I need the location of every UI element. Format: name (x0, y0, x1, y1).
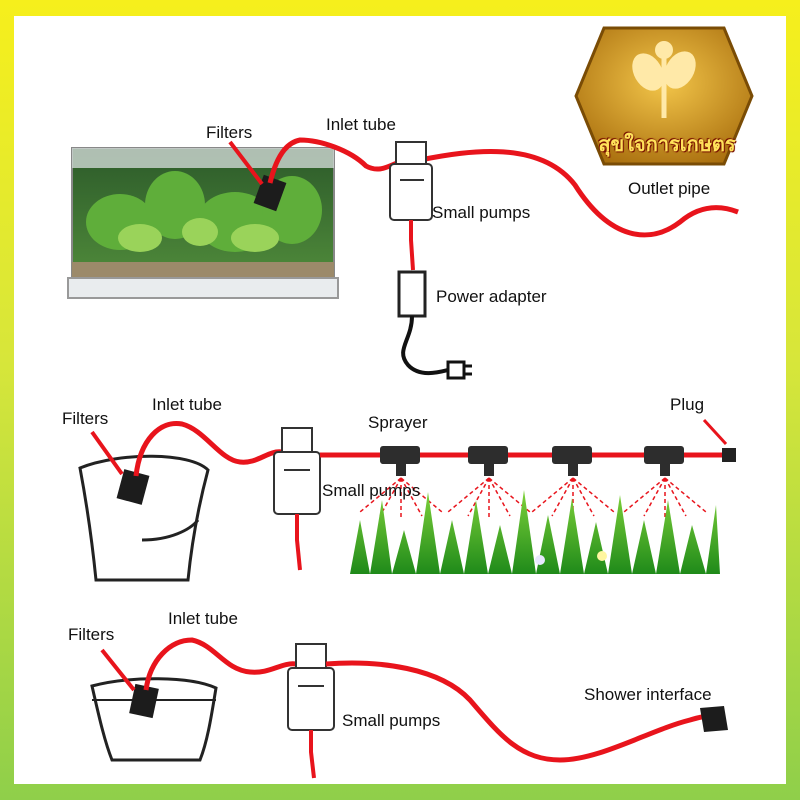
pointer-arrow-plug (702, 418, 728, 446)
label-small-pumps-3: Small pumps (342, 711, 441, 730)
label-outlet-pipe: Outlet pipe (628, 179, 711, 198)
label-power-adapter: Power adapter (436, 287, 547, 306)
label-filters-3: Filters (68, 625, 115, 644)
sprayer-nozzles (380, 446, 684, 476)
inlet-tube-3 (143, 637, 297, 691)
power-cord (409, 220, 415, 271)
label-sprayer: Sprayer (368, 413, 428, 432)
pointer-arrow-filters-3 (100, 648, 136, 692)
label-inlet-tube-2: Inlet tube (152, 395, 222, 414)
label-plug: Plug (670, 395, 705, 414)
pump-cord-2 (295, 514, 302, 571)
outlet-pipe-1 (419, 148, 739, 238)
label-shower-interface: Shower interface (584, 685, 712, 704)
small-pump-1 (389, 141, 433, 221)
adapter-cable (401, 315, 449, 376)
spray-mist (359, 477, 707, 518)
filter-sponge-3 (129, 683, 159, 719)
filter-sponge-2 (116, 469, 150, 505)
pump-cord-3 (309, 730, 316, 779)
brand-logo (574, 26, 754, 166)
grass-illustration (350, 490, 720, 574)
outlet-pipe-3 (325, 660, 711, 763)
power-adapter-icon (397, 270, 427, 318)
inlet-tube-2 (133, 421, 283, 477)
bucket-1 (78, 454, 210, 582)
label-filters-2: Filters (62, 409, 109, 428)
power-plug-icon (446, 360, 472, 380)
end-plug (722, 448, 736, 462)
label-filters-1: Filters (206, 123, 253, 142)
label-small-pumps-2: Small pumps (322, 481, 421, 500)
label-inlet-tube-1: Inlet tube (326, 115, 396, 134)
pointer-arrow-filters-1 (228, 140, 264, 186)
label-inlet-tube-3: Inlet tube (168, 609, 238, 628)
brand-name: สุขใจการเกษตร (598, 132, 736, 156)
inlet-tube-1 (267, 137, 409, 184)
small-pump-2 (273, 427, 321, 515)
aquarium-tank (67, 147, 339, 299)
pointer-arrow-filters-2 (90, 430, 124, 476)
shower-interface-connector (700, 706, 728, 732)
small-pump-3 (287, 643, 335, 731)
label-small-pumps-1: Small pumps (432, 203, 531, 222)
